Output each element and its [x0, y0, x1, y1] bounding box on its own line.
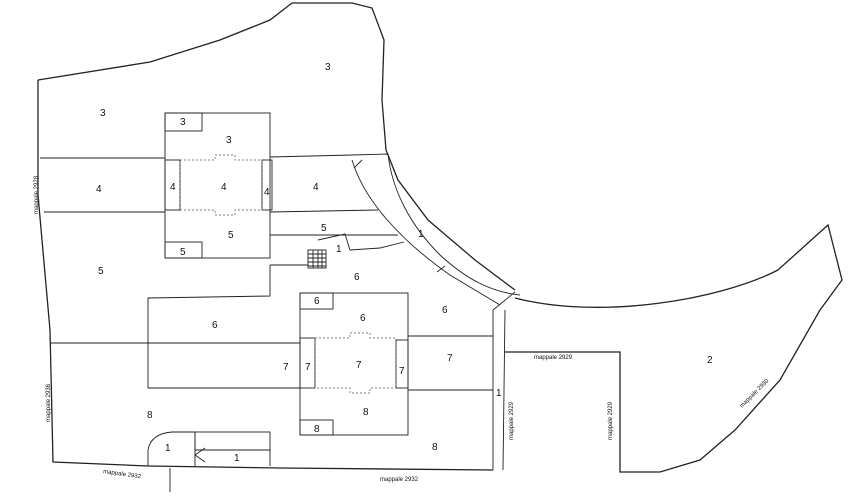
- label-bottom-left-1: 1: [165, 443, 171, 454]
- label-4-right-box: 4: [264, 187, 270, 198]
- label-8-box: 8: [314, 424, 320, 435]
- annex-lot-1: [317, 233, 405, 251]
- road-tick-1: [353, 159, 363, 169]
- label-3-box: 3: [180, 117, 186, 128]
- road-lower-edge: [351, 159, 501, 306]
- upper-box-4-left: [164, 159, 181, 211]
- mappale-2932-bottom: mappale 2932: [380, 477, 419, 483]
- lower-box-6: [299, 292, 334, 310]
- lower-building: [299, 292, 409, 436]
- label-6-top: 6: [354, 272, 360, 283]
- bottom-lot-1: [147, 431, 196, 466]
- label-5-right: 5: [321, 223, 327, 234]
- label-5-center: 5: [228, 230, 234, 241]
- bottom-boundary: [147, 465, 494, 471]
- label-4-left: 4: [96, 184, 102, 195]
- mappale-2929-horiz: mappale 2929: [534, 355, 573, 361]
- label-4-right: 4: [313, 182, 319, 193]
- property-boundary-west: [37, 80, 149, 467]
- label-8-left: 8: [147, 410, 153, 421]
- upper-box-3: [164, 112, 203, 132]
- mappale-2928: mappale 2928: [34, 175, 40, 214]
- upper-inner-core: [179, 154, 263, 216]
- mappale-2929-right: mappale 2929: [608, 401, 614, 440]
- label-6-center: 6: [360, 313, 366, 324]
- label-4-center: 4: [221, 182, 227, 193]
- label-5-left: 5: [98, 266, 104, 277]
- label-6-box: 6: [314, 296, 320, 307]
- label-3-left: 3: [100, 108, 106, 119]
- lower-box-8: [299, 419, 334, 436]
- mappale-2932-left: mappale 2932: [103, 469, 142, 480]
- label-7-right: 7: [447, 353, 453, 364]
- label-8-center: 8: [363, 407, 369, 418]
- label-7-left: 7: [283, 362, 289, 373]
- upper-building: [164, 112, 271, 259]
- label-road-1: 1: [418, 229, 424, 240]
- staircase-icon: [307, 249, 327, 269]
- label-parcel-2: 2: [707, 355, 713, 366]
- parcel-2-outline: [505, 223, 843, 473]
- label-3-center: 3: [226, 135, 232, 146]
- mappale-2936: mappale 2936: [46, 383, 52, 422]
- property-boundary: [37, 2, 516, 291]
- lot-6-outline: [147, 265, 271, 388]
- label-5-box: 5: [180, 247, 186, 258]
- lane-top: [492, 291, 516, 311]
- upper-box-5: [164, 241, 203, 259]
- entry-arrow: [169, 447, 206, 492]
- lane-east-edge: [502, 309, 506, 471]
- bottom-strip-1: [194, 431, 271, 451]
- lower-box-7-right: [395, 339, 409, 389]
- label-8-right: 8: [432, 442, 438, 453]
- upper-row-line-2b: [269, 209, 379, 213]
- label-road-1-lower: 1: [496, 388, 502, 399]
- label-4-box: 4: [170, 182, 176, 193]
- label-7-box: 7: [305, 362, 311, 373]
- label-6-right: 6: [442, 305, 448, 316]
- road-inner-edge: [351, 153, 521, 296]
- lower-inner-core: [314, 332, 397, 394]
- label-bottom-strip-1: 1: [234, 453, 240, 464]
- bottom-strip-divider: [195, 449, 271, 466]
- label-7-right-box: 7: [399, 366, 405, 377]
- label-7-center: 7: [356, 360, 362, 371]
- upper-row-line-1b: [269, 154, 353, 158]
- upper-box-4-right: [261, 159, 273, 211]
- mappale-2930: mappale 2930: [739, 378, 771, 410]
- mappale-2929-vert: mappale 2929: [509, 401, 515, 440]
- label-6-left: 6: [212, 320, 218, 331]
- road-tick-2: [436, 265, 446, 273]
- label-1-small: 1: [336, 244, 342, 255]
- label-3-top: 3: [325, 62, 331, 73]
